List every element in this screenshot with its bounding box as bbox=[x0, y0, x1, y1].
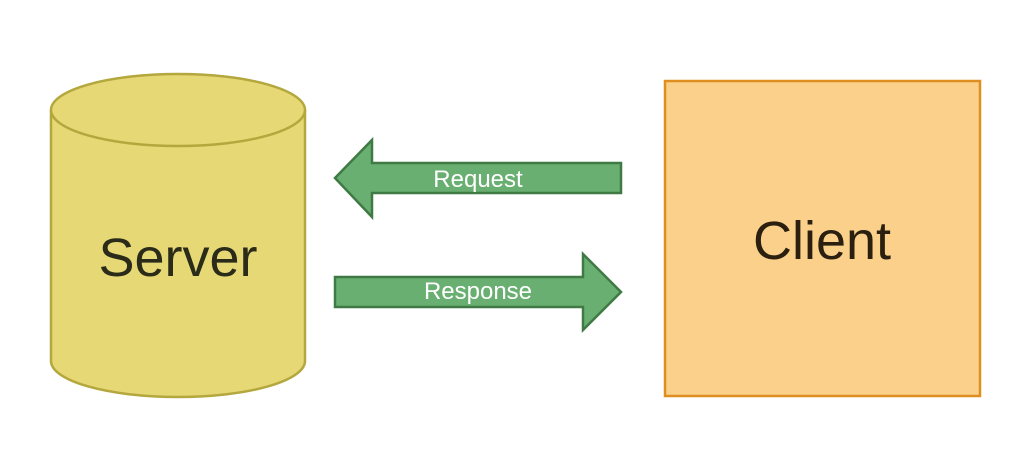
server-label: Server bbox=[98, 228, 257, 288]
server-cylinder-top bbox=[49, 72, 307, 148]
request-arrow-label: Request bbox=[433, 166, 523, 193]
client-label: Client bbox=[753, 211, 891, 271]
response-arrow: Response bbox=[333, 250, 623, 334]
client-rect bbox=[663, 79, 982, 398]
request-arrow-shape bbox=[333, 136, 623, 221]
server-cylinder: Server bbox=[49, 72, 307, 399]
request-arrow: Request bbox=[333, 136, 623, 221]
client-box: Client bbox=[663, 79, 982, 398]
server-cylinder-body bbox=[49, 110, 307, 399]
response-arrow-label: Response bbox=[424, 278, 532, 305]
response-arrow-shape bbox=[333, 250, 623, 334]
